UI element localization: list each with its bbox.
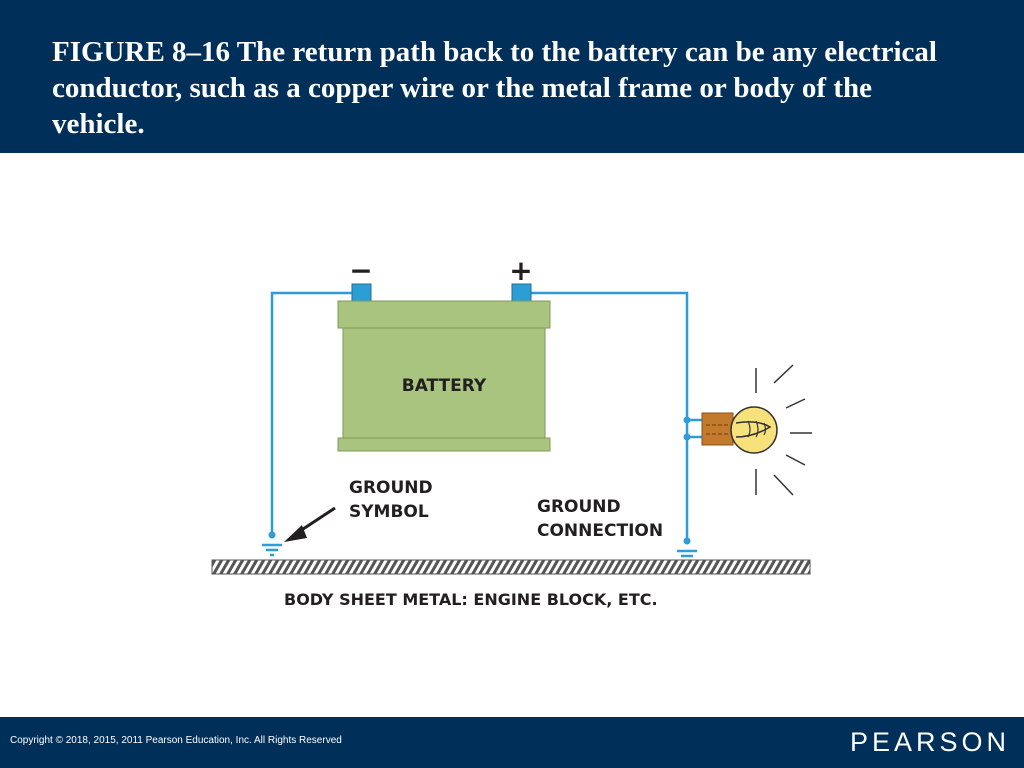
wire-junction-top bbox=[683, 416, 691, 424]
light-bulb-icon bbox=[701, 364, 812, 496]
light-rays bbox=[755, 364, 812, 496]
ground-symbol-label: GROUND SYMBOL bbox=[349, 478, 439, 522]
circuit-diagram: BATTERY − + bbox=[211, 254, 812, 609]
bulb-filament bbox=[735, 421, 772, 438]
negative-sign: − bbox=[349, 254, 372, 287]
positive-feed-wire bbox=[530, 291, 689, 541]
ground-node-left bbox=[268, 531, 276, 539]
ground-connection-label-line1: GROUND bbox=[537, 497, 621, 517]
battery-case bbox=[342, 327, 546, 439]
ground-symbol-arrow-icon bbox=[284, 506, 336, 542]
ground-symbol-label-line2: SYMBOL bbox=[349, 502, 429, 522]
ground-symbol-label-line1: GROUND bbox=[349, 478, 433, 498]
publisher-logo: PEARSON bbox=[849, 727, 1010, 757]
slide-header: FIGURE 8–16 The return path back to the … bbox=[0, 0, 1024, 153]
slide-footer: Copyright © 2018, 2015, 2011 Pearson Edu… bbox=[0, 717, 1024, 768]
ground-node-right bbox=[683, 537, 691, 545]
positive-sign: + bbox=[509, 254, 532, 287]
bulb-glass bbox=[730, 406, 778, 454]
body-sheet-metal-label: BODY SHEET METAL: ENGINE BLOCK, ETC. bbox=[284, 590, 658, 609]
figure-caption: FIGURE 8–16 The return path back to the … bbox=[52, 36, 937, 140]
ground-connection-label: GROUND CONNECTION bbox=[537, 497, 663, 541]
battery-label: BATTERY bbox=[402, 376, 487, 396]
ground-symbol-icon-left bbox=[262, 543, 282, 557]
battery-lid bbox=[337, 300, 551, 329]
battery: BATTERY bbox=[337, 283, 551, 452]
ground-connection-label-line2: CONNECTION bbox=[537, 521, 663, 541]
copyright-notice: Copyright © 2018, 2015, 2011 Pearson Edu… bbox=[10, 735, 342, 746]
wire-junction-bottom bbox=[683, 433, 691, 441]
negative-return-wire bbox=[270, 291, 352, 533]
battery-base bbox=[337, 437, 551, 452]
bulb-socket bbox=[701, 412, 734, 446]
body-sheet-metal bbox=[211, 559, 811, 575]
